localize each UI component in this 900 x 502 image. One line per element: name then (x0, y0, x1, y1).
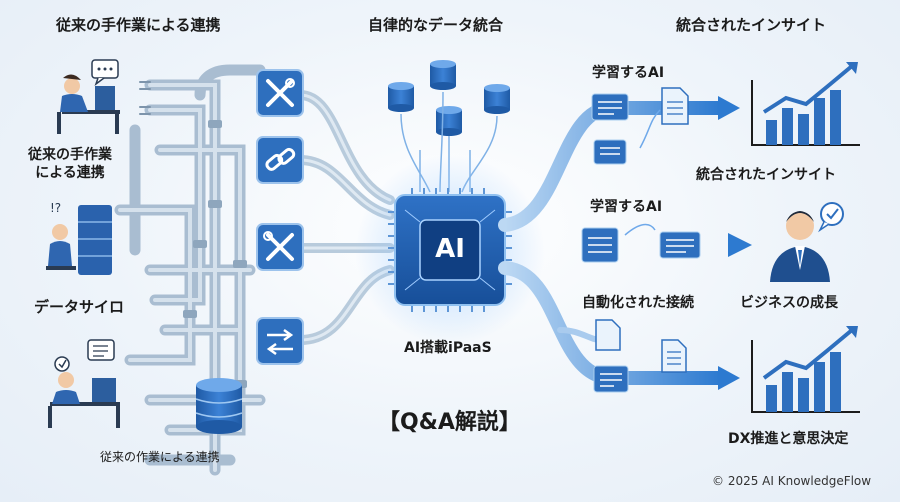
chip-label: AI (435, 234, 465, 264)
label-auto-connect: 自動化された接続 (582, 295, 694, 311)
label-learning-ai-mid: 学習するAI (590, 199, 663, 215)
document-icon (591, 87, 689, 165)
label-learning-ai-top: 学習するAI (592, 65, 665, 81)
speech-bubble-icon (818, 202, 844, 233)
document-icon (593, 319, 687, 393)
ai-chip (355, 155, 545, 345)
wrench-screwdriver-icon (256, 69, 304, 117)
server-stack-icon: !? (46, 201, 112, 275)
header-center: 自律的なデータ統合 (368, 16, 504, 34)
header-right: 統合されたインサイト (676, 16, 827, 34)
tools-icon (256, 223, 304, 271)
person-icon (57, 74, 120, 134)
label-qa: 【Q&A解説】 (378, 410, 521, 435)
label-business-growth: ビジネスの成長 (740, 295, 838, 311)
bar-chart-icon (751, 326, 860, 413)
label-manual-top: 従来の手作業 による連携 (28, 147, 112, 181)
label-insight: 統合されたインサイト (696, 167, 836, 183)
label-data-silo: データサイロ (34, 298, 125, 316)
person-icon (48, 339, 120, 428)
label-dx: DX推進と意思決定 (728, 431, 849, 447)
footer-copyright: © 2025 AI KnowledgeFlow (712, 474, 872, 488)
header-left: 従来の手作業による連携 (56, 16, 221, 34)
speech-bubble-icon (91, 59, 119, 87)
person-icon (770, 211, 830, 282)
database-icon (388, 60, 510, 136)
arrow-heads (718, 96, 752, 390)
document-icon (581, 223, 701, 263)
label-manual-bottom: 従来の作業による連携 (100, 450, 220, 464)
bar-chart-icon (751, 62, 860, 146)
flow-arrows-icon (256, 317, 304, 365)
database-icon (195, 378, 243, 434)
chain-link-icon (256, 136, 304, 184)
svg-text:!?: !? (50, 201, 61, 215)
label-ipaas: AI搭載iPaaS (404, 340, 492, 356)
